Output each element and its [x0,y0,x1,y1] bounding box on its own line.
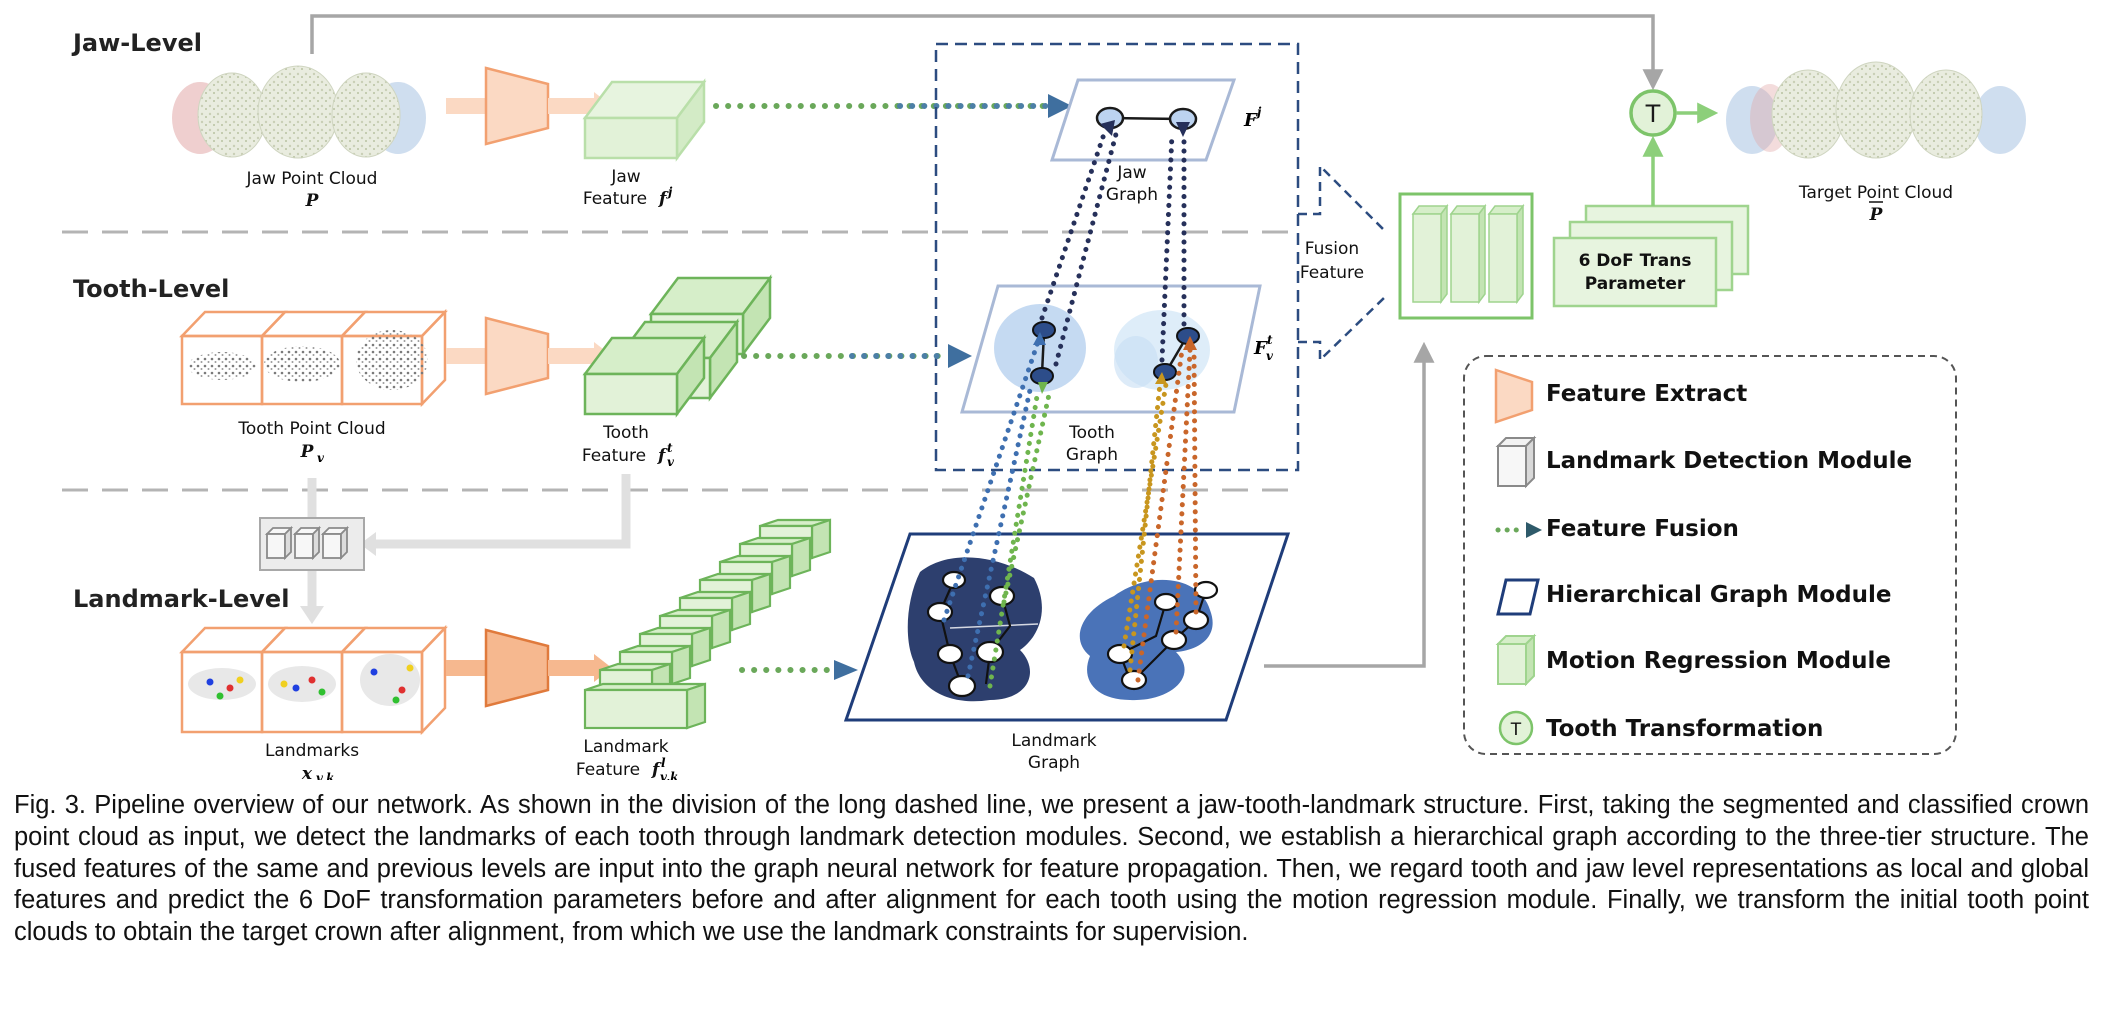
jaw-graph-symbol: F [1243,110,1258,131]
tooth-transformation-symbol: T [1645,100,1661,128]
tooth-graph-sub: v [1266,349,1274,363]
fusion-arrow-bottom [1298,295,1387,363]
landmark-graph-label: Landmark [1011,731,1096,751]
tooth-graph-node [1030,367,1054,385]
tooth-graph-node [1032,321,1056,339]
jaw-point-cloud [172,65,426,159]
target-point-cloud-symbol: P [1869,205,1884,225]
tooth-graph-sup: t [1267,333,1273,347]
landmark-encoder-arrow [548,654,612,682]
jaw-feature-label: Jaw [610,167,640,187]
tooth-graph-symbol: F [1253,338,1268,359]
landmark-graph-label-2: Graph [1028,753,1080,773]
skip-connection-arrow [310,14,1664,91]
feature-fusion-icon [1495,522,1542,538]
jaw-feature-symbol: f [658,189,669,209]
tooth-feature-cuboids [582,274,773,418]
tooth-transformation-icon [1498,710,1534,746]
fusion-arrow-top [1298,162,1387,233]
jaw-level-title: Jaw-Level [71,29,202,57]
legend-label-motion-regression: Motion Regression Module [1546,648,1891,674]
landmark-input-arrow [446,660,486,676]
landmark-feature-extractor-icon [484,628,550,708]
landmark-feature-symbol: f [651,760,662,780]
landmark-feature-sup: l [661,756,666,770]
landmark-to-fusion-arrow [1264,341,1435,668]
tooth-feature-symbol: f [657,446,668,466]
fusion-feature-block [1398,192,1534,320]
landmark-to-tooth-dotted [941,333,1199,689]
tooth-feature-sup: t [667,441,673,455]
jaw-graph-sup: j [1255,105,1262,119]
landmark-level-title: Landmark-Level [73,585,289,613]
jaw-graph-plane [1049,78,1237,162]
legend-label-landmark-detection: Landmark Detection Module [1546,448,1912,474]
tooth-point-cloud [179,308,448,408]
legend-label-feature-extract: Feature Extract [1546,381,1747,407]
tooth-level-title: Tooth-Level [73,275,229,303]
jaw-point-cloud-label: Jaw Point Cloud [246,169,378,189]
tooth-graph-node [1153,363,1177,381]
tooth-fusion-arrowhead [948,344,972,368]
tooth-point-cloud-symbol: P [300,442,315,462]
jaw-point-cloud-symbol: P [305,191,320,211]
trans-parameter-stack [1552,204,1750,308]
tooth-feature-sub: v [667,455,675,469]
motion-regression-icon [1495,633,1537,687]
landmark-feature-cuboids [583,518,832,730]
figure-caption: Fig. 3. Pipeline overview of our network… [14,791,2089,947]
legend-box [1463,355,1957,755]
landmark-detection-icon [1495,435,1537,489]
tooth-point-cloud-label: Tooth Point Cloud [237,419,385,439]
tooth-feature-extractor-icon [484,316,550,396]
tooth-input-arrow [446,348,486,364]
legend-label-hierarchical-graph: Hierarchical Graph Module [1546,582,1891,608]
fusion-feature-label: Fusion [1305,239,1359,259]
tooth-graph-label: Tooth [1068,423,1115,443]
tooth-feature-label: Tooth [602,423,649,443]
jaw-feature-label-2: Feature [583,189,647,209]
tooth-transformation-node [1629,89,1677,137]
landmark-feature-label: Landmark [583,737,668,757]
jaw-input-arrow [446,98,486,114]
jaw-fusion-arrowhead [1048,94,1072,118]
landmark-feature-label-2: Feature [576,760,640,780]
tooth-to-jaw-dotted [1159,131,1175,363]
pipeline-diagram: Jaw-Level Tooth-Level Landmark-Level Jaw… [62,14,2026,780]
landmark-fusion-arrowhead [834,660,858,680]
feature-extract-icon [1494,368,1534,424]
landmarks-sub: v,k [316,771,335,780]
legend-transform-symbol: T [1510,720,1522,740]
jaw-feature-sup: j [666,185,673,199]
legend-label-tooth-transformation: Tooth Transformation [1546,716,1823,742]
jaw-graph-label-2: Graph [1106,185,1158,205]
landmark-feature-sub: v,k [660,770,679,780]
target-point-cloud [1726,61,2026,159]
legend-label-feature-fusion: Feature Fusion [1546,516,1739,542]
tooth-graph-label-2: Graph [1066,445,1118,465]
tooth-feature-label-2: Feature [582,446,646,466]
trans-parameter-label: 6 DoF Trans [1579,251,1692,271]
fusion-feature-label-2: Feature [1300,263,1364,283]
tooth-point-cloud-sub: v [317,451,325,465]
hierarchical-graph-icon [1496,578,1540,616]
landmarks-symbol: x [301,764,313,780]
tooth-to-jaw-dotted [1039,131,1107,321]
landmarks-point-cloud [179,624,448,736]
landmark-graph-edges [938,579,1208,687]
tooth-to-detection-arrow [372,474,631,549]
jaw-feature-cuboid [582,78,707,162]
hierarchical-graph-region [934,42,1300,472]
jaw-feature-extractor-icon [484,66,550,146]
trans-parameter-label-2: Parameter [1585,274,1686,294]
landmarks-label: Landmarks [265,741,359,761]
landmark-detection-module [259,517,365,571]
tooth-to-jaw-dotted [1053,131,1119,367]
jaw-graph-label: Jaw [1116,163,1146,183]
landmark-graph-nodes [926,570,1219,698]
target-point-cloud-label: Target Point Cloud [1798,183,1953,203]
